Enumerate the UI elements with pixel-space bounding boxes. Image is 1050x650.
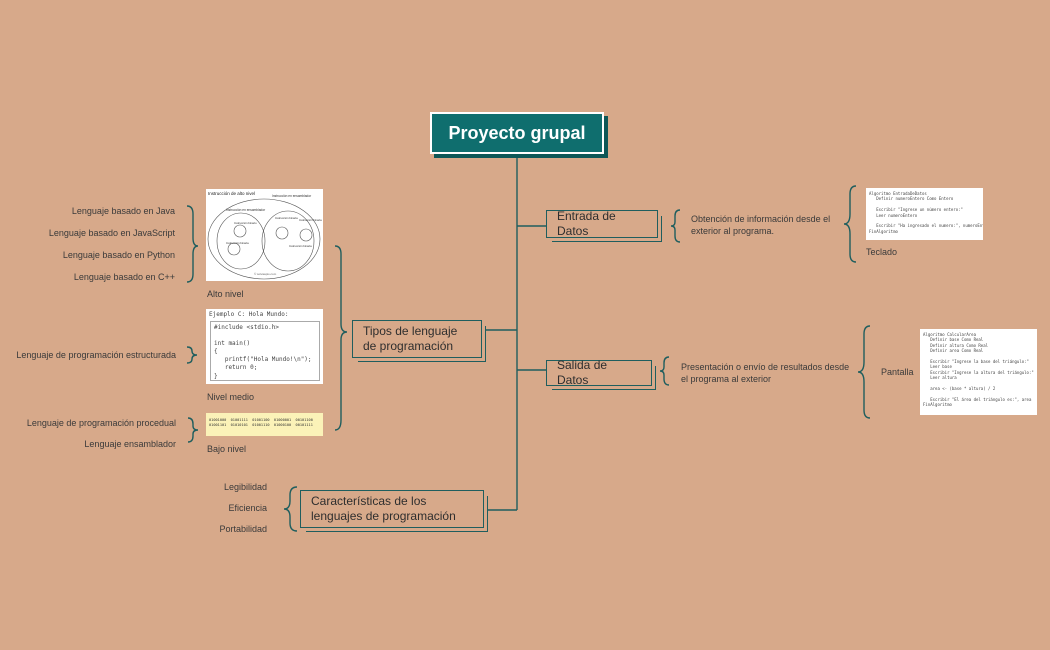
diagram-label: Instrucción en ensamblador — [272, 194, 312, 198]
root-title: Proyecto grupal — [448, 122, 586, 143]
leaf-procedual: Lenguaje de programación procedual — [26, 418, 176, 428]
entrada-code: Algoritmo EntradaDeDatos Definir numeroE… — [869, 191, 983, 234]
alto-nivel-diagram: Instrucción de alto nivel Instrucción en… — [206, 189, 323, 281]
layers-diagram-icon: Instrucción de alto nivel Instrucción en… — [207, 191, 322, 280]
diagram-label: Instrucción binaria — [226, 241, 249, 245]
leaf-portabilidad: Portabilidad — [219, 524, 267, 534]
leaf-cpp: Lenguaje basado en C++ — [73, 272, 175, 282]
leaf-javascript: Lenguaje basado en JavaScript — [48, 228, 175, 238]
salida-description: Presentación o envío de resultados desde… — [681, 362, 850, 384]
leaf-eficiencia: Eficiencia — [228, 503, 267, 513]
salida-code: Algoritmo CalcularArea Definir base Como… — [923, 332, 1034, 408]
diagram-label: Instrucción binaria — [289, 244, 312, 248]
root-node[interactable]: Proyecto grupal — [430, 112, 604, 154]
salida-code-image: Algoritmo CalcularArea Definir base Como… — [920, 329, 1037, 415]
leaf-ensamblador: Lenguaje ensamblador — [84, 439, 176, 449]
diagram-label: Instrucción binario — [234, 221, 257, 225]
c-code: #include <stdio.h> int main() { printf("… — [214, 324, 312, 380]
diagram-credit: © solvaapio.com — [254, 272, 277, 276]
entrada-caption: Teclado — [866, 247, 898, 257]
node-label: Salida de Datos — [557, 358, 608, 387]
bajo-nivel-binary-image: 01001000 01001111 01001100 01000001 0010… — [206, 413, 323, 436]
nivel-medio-code-image: Ejemplo C: Hola Mundo: #include <stdio.h… — [206, 309, 323, 384]
node-salida-de-datos[interactable]: Salida de Datos — [546, 358, 652, 387]
diagram-label: Instrucción binaria — [275, 216, 298, 220]
node-caracteristicas[interactable]: Características de los lenguajes de prog… — [300, 490, 484, 528]
node-label: Entrada de Datos — [557, 209, 616, 238]
entrada-code-image: Algoritmo EntradaDeDatos Definir numeroE… — [866, 188, 983, 240]
leaf-python: Lenguaje basado en Python — [62, 250, 175, 260]
leaf-legibilidad: Legibilidad — [223, 482, 267, 492]
nivel-medio-caption: Nivel medio — [207, 392, 255, 402]
node-label: Características de los lenguajes de prog… — [311, 494, 456, 523]
entrada-description: Obtención de información desde el exteri… — [691, 214, 831, 236]
diagram-label: Instrucción en ensamblador — [226, 208, 266, 212]
diagram-label: Instrucción de alto nivel — [208, 191, 255, 196]
bajo-nivel-caption: Bajo nivel — [207, 444, 247, 454]
node-entrada-de-datos[interactable]: Entrada de Datos — [546, 209, 658, 238]
node-label: Tipos de lenguaje de programación — [363, 324, 458, 353]
alto-nivel-caption: Alto nivel — [207, 289, 244, 299]
salida-caption: Pantalla — [881, 367, 914, 377]
leaf-java: Lenguaje basado en Java — [71, 206, 175, 216]
binary-code: 01001000 01001111 01001100 01000001 0010… — [209, 418, 313, 428]
code-title: Ejemplo C: Hola Mundo: — [209, 311, 289, 318]
node-tipos-de-lenguaje[interactable]: Tipos de lenguaje de programación — [352, 320, 482, 358]
leaf-estructurada: Lenguaje de programación estructurada — [16, 350, 176, 360]
diagram-label: Instrucción binaria — [299, 218, 322, 222]
